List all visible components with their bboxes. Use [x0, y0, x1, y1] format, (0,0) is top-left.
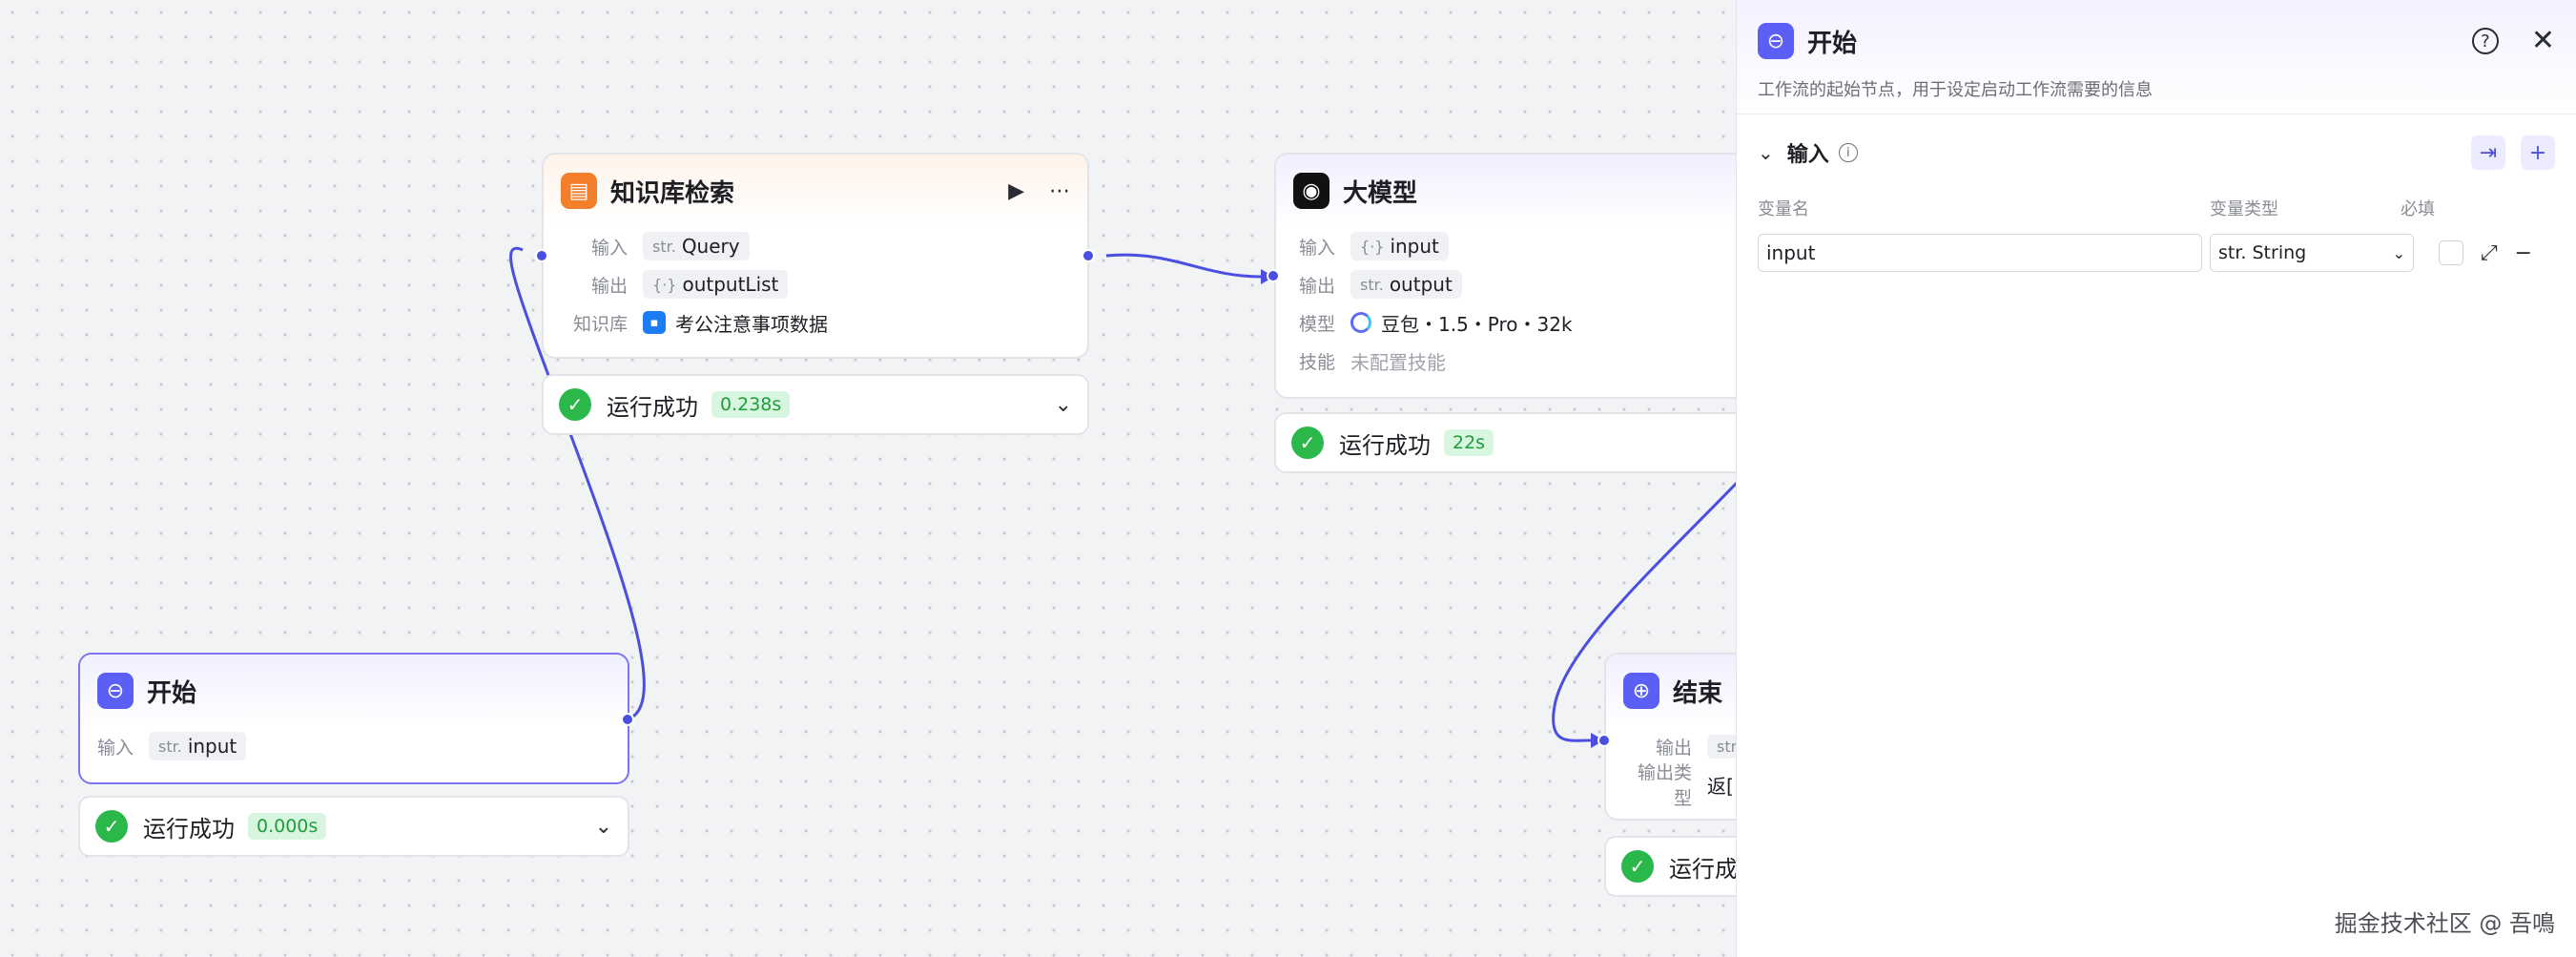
llm-node[interactable]: ◉ 大模型 输入 {⋅}input 输出 str.output 模型 豆包・1.…: [1274, 153, 1770, 399]
output-label: 输出: [590, 275, 628, 297]
expand-icon[interactable]: ⤢: [2481, 240, 2498, 265]
import-icon[interactable]: ⇥: [2471, 135, 2505, 170]
kb-icon: ▪: [643, 311, 666, 334]
variable-table-header: 变量名 变量类型 必填: [1758, 199, 2435, 219]
chevron-down-icon: ⌄: [2392, 243, 2405, 262]
kb-value: 考公注意事项数据: [675, 312, 828, 336]
knowledge-input-row: 输入 str.Query: [544, 227, 1087, 265]
end-node-title: 结束: [1673, 678, 1723, 708]
variable-row: str. String ⌄ ⤢ −: [1737, 231, 2576, 275]
knowledge-node-header: ▤ 知识库检索 ▶ ⋯: [544, 155, 1087, 227]
close-icon[interactable]: ✕: [2530, 24, 2555, 57]
end-icon: ⊕: [1623, 673, 1659, 709]
llm-output-row: 输出 str.output: [1276, 265, 1768, 303]
input-label: 输入: [590, 237, 628, 259]
llm-skill-row: 技能 未配置技能: [1298, 350, 1446, 374]
knowledge-status[interactable]: ✓ 运行成功 0.238s ⌄: [542, 374, 1089, 435]
kb-label: 知识库: [572, 313, 628, 335]
add-variable-button[interactable]: +: [2521, 135, 2555, 170]
knowledge-output-row: 输出 {⋅}outputList: [544, 265, 1087, 303]
knowledge-out-port[interactable]: [1082, 249, 1095, 262]
start-icon: ⊖: [97, 673, 134, 709]
node-config-panel: ⊖ 开始 ? ✕ 工作流的起始节点，用于设定启动工作流需要的信息 ⌄ 输入 i …: [1736, 0, 2576, 957]
knowledge-node-title: 知识库检索: [610, 178, 735, 208]
success-check-icon: ✓: [1621, 850, 1654, 883]
start-node-title: 开始: [147, 678, 197, 708]
llm-model-row: 模型 豆包・1.5・Pro・32k: [1298, 312, 1573, 336]
knowledge-icon: ▤: [561, 173, 597, 209]
llm-in-port[interactable]: [1267, 269, 1280, 282]
start-node[interactable]: ⊖ 开始 输入 str.input: [78, 653, 629, 784]
llm-icon: ◉: [1293, 173, 1329, 209]
start-status[interactable]: ✓ 运行成功 0.000s ⌄: [78, 796, 629, 857]
start-out-port[interactable]: [621, 713, 634, 726]
variable-name-input[interactable]: [1758, 234, 2202, 272]
panel-description: 工作流的起始节点，用于设定启动工作流需要的信息: [1758, 80, 2153, 100]
input-section-header[interactable]: ⌄ 输入 i ⇥ +: [1737, 114, 2576, 191]
knowledge-node[interactable]: ▤ 知识库检索 ▶ ⋯ 输入 str.Query 输出 {⋅}outputLis…: [542, 153, 1089, 359]
chevron-down-icon[interactable]: ⌄: [1054, 392, 1072, 417]
watermark: 掘金技术社区 @ 吾鳴: [2334, 910, 2555, 937]
llm-input-row: 输入 {⋅}input: [1276, 227, 1768, 265]
success-check-icon: ✓: [1291, 426, 1324, 459]
success-check-icon: ✓: [95, 810, 128, 843]
variable-type-select[interactable]: str. String ⌄: [2210, 234, 2414, 272]
end-in-port[interactable]: [1597, 734, 1611, 747]
start-input-row: 输入 str.input: [80, 727, 628, 765]
chevron-down-icon[interactable]: ⌄: [1758, 141, 1774, 164]
panel-title: 开始: [1807, 29, 1858, 58]
chevron-down-icon[interactable]: ⌄: [594, 814, 612, 839]
more-icon[interactable]: ⋯: [1049, 178, 1070, 203]
knowledge-in-port[interactable]: [535, 249, 548, 262]
llm-node-header: ◉ 大模型: [1276, 155, 1768, 227]
output-tag: {⋅}outputList: [643, 270, 789, 299]
edge-knowledge-to-llm: [1105, 253, 1262, 279]
start-icon: ⊖: [1758, 23, 1794, 59]
required-checkbox[interactable]: [2439, 240, 2463, 265]
doubao-icon: [1350, 312, 1371, 333]
remove-icon[interactable]: −: [2514, 240, 2533, 265]
llm-status[interactable]: ✓ 运行成功 22s: [1274, 412, 1770, 473]
input-tag: str.Query: [643, 232, 750, 260]
run-icon[interactable]: ▶: [1008, 178, 1024, 203]
llm-node-title: 大模型: [1343, 178, 1418, 208]
knowledge-kb-row: 知识库 ▪ 考公注意事项数据: [544, 303, 1087, 342]
info-icon[interactable]: i: [1838, 143, 1858, 162]
help-icon[interactable]: ?: [2471, 28, 2499, 54]
start-node-header: ⊖ 开始: [80, 655, 628, 727]
panel-header: ⊖ 开始 ? ✕ 工作流的起始节点，用于设定启动工作流需要的信息: [1737, 0, 2576, 114]
success-check-icon: ✓: [559, 388, 591, 421]
